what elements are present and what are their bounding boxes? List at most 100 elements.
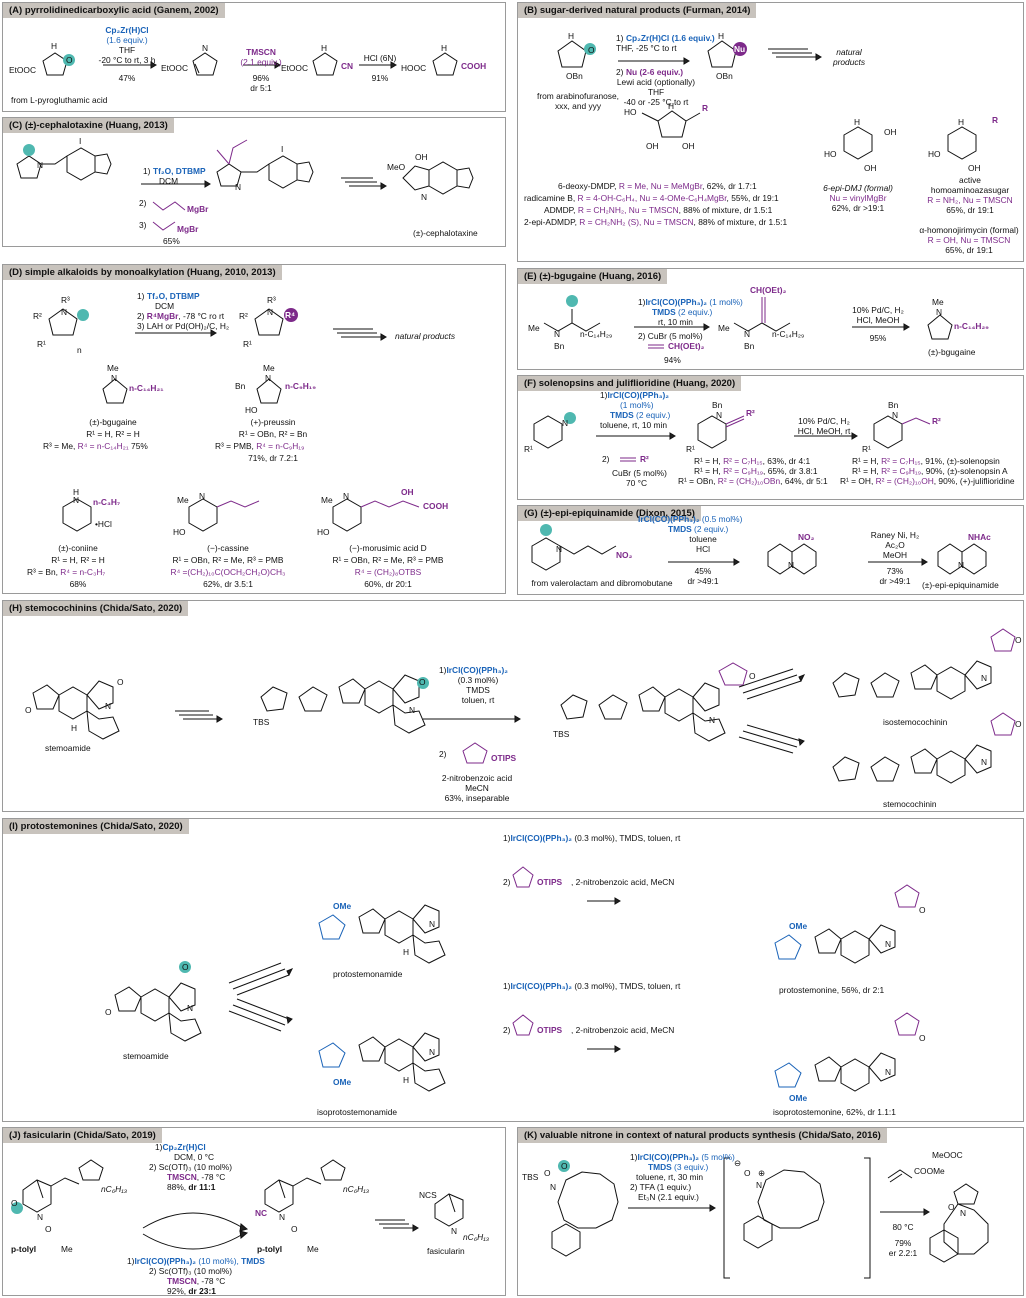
j-b2: 2) Sc(OTf)₃ (10 mol%) (149, 1266, 232, 1276)
g-h2: Ac₂O (885, 540, 905, 550)
a-p3-acid: HOOC (401, 63, 427, 73)
e-h1: 10% Pd/C, H₂ (852, 305, 904, 315)
b-sm-obn: OBn (566, 71, 583, 81)
j-t2: DCM, 0 °C (173, 1152, 215, 1162)
c-yield: 65% (163, 236, 180, 246)
d-bg-r34: R³ = Me, R⁴ = n-C₁₄H₂₁ 75% (43, 441, 148, 451)
b-pip1-ho: HO (824, 149, 837, 159)
j-sm-ptolyl: p-tolyl (11, 1244, 37, 1254)
d-mo-yield: 60%, dr 20:1 (364, 579, 412, 589)
i-pa: protostemonine, 56%, dr 2:1 (779, 985, 885, 995)
d-step3: 3) LAH or Pd(OH)₂/C, H₂ (137, 321, 230, 331)
panel-a-structures (42, 52, 458, 76)
i-b-name: isoprotostemonamide (317, 1107, 398, 1117)
h-otips: OTIPS (491, 753, 517, 763)
k-sm-o: O (544, 1168, 551, 1178)
k-p-o: O (948, 1202, 955, 1212)
b-sm-n: H (568, 31, 575, 41)
f-h1: 10% Pd/C, H₂ (798, 416, 850, 426)
d-pr-yield: 71%, dr 7.2:1 (248, 453, 298, 463)
b-step1-reagent: Cp₂Zr(H)Cl (1.6 equiv.) (626, 33, 715, 43)
b-hjm: α-homonojirimycin (formal) (919, 225, 1019, 235)
d-p-r4: R⁴ (285, 310, 296, 320)
j-f-c6: nC₆H₁₃ (463, 1232, 490, 1242)
e-step2: 2) CuBr (5 mol%) (638, 331, 703, 341)
j-f-n: N (451, 1226, 458, 1236)
panel-h-title: (H) stemocochinins (Chida/Sato, 2020) (3, 601, 189, 616)
panel-d-structures (48, 308, 420, 532)
a-yield-2: 96% (252, 73, 270, 83)
g-i-n: N (788, 560, 795, 570)
b-pip2-n: H (958, 117, 965, 127)
i-sm-n: N (187, 1003, 194, 1013)
panel-i: (I) protostemonines (Chida/Sato, 2020) (2, 818, 1024, 1122)
h-sm: stemoamide (45, 743, 91, 753)
h-st-n: N (981, 757, 988, 767)
h-sm-h: H (71, 723, 78, 733)
k-tfa: 2) TFA (1 equiv.) (630, 1182, 692, 1192)
b-pip2-oh: OH (968, 163, 981, 173)
h-p2: stemocochinin (883, 799, 937, 809)
b-hom-3: R = NH₂, Nu = TMSCN (927, 195, 1013, 205)
c-p-n: N (235, 182, 242, 192)
d-ca-yield: 62%, dr 3.5:1 (203, 579, 253, 589)
j-b4: 92%, dr 23:1 (167, 1286, 216, 1296)
d-bg-n: N (111, 373, 118, 383)
d-mo-name: (−)-morusimic acid D (349, 543, 427, 553)
k-er: er 2.2:1 (888, 1248, 918, 1258)
b-step2-solv: THF (647, 87, 665, 97)
h-cat-load: (0.3 mol%) (457, 675, 499, 685)
c-reagent-1: Tf₂O, DTBMP (153, 166, 206, 176)
a-cond-1: -20 °C to rt, 3 h (98, 55, 156, 65)
panel-d: (D) simple alkaloids by monoalkylation (… (2, 264, 506, 594)
h-p-n: N (709, 715, 716, 725)
d-co-yield: 68% (69, 579, 87, 589)
b-pyr-n: H (668, 101, 675, 111)
b-sm-o: O (588, 45, 595, 55)
e-p-me: Me (718, 323, 730, 333)
h-sm-n: N (105, 701, 112, 711)
k-acrylate: COOMe (914, 1166, 945, 1176)
b-pyr-ho: HO (624, 107, 637, 117)
b-dmj: 6-epi-DMJ (formal) (823, 183, 893, 193)
h-sm-o2: O (117, 677, 124, 687)
c-p-i: I (281, 144, 284, 154)
panel-e-title: (E) (±)-bgugaine (Huang, 2016) (518, 269, 668, 284)
panel-j: (J) fasicularin (Chida/Sato, 2019) O N O… (2, 1127, 506, 1296)
c-cep-meo: MeO (387, 162, 406, 172)
f-p-n: N (892, 410, 899, 420)
e-sm-chain: n-C₁₄H₂₉ (580, 329, 613, 339)
g-tmds: TMDS (2 equiv.) (668, 524, 729, 534)
d-co-chain: n-C₃H₇ (93, 497, 121, 507)
b-from-2: xxx, and yyy (554, 101, 602, 111)
f-alkyne-r2: R² (640, 454, 649, 464)
a-sm-ester: EtOOC (9, 65, 36, 75)
j-p-c6: nC₆H₁₃ (343, 1184, 370, 1194)
a-p3-nh: H (441, 43, 448, 53)
panel-f-title: (F) solenopsins and juliflioridine (Huan… (518, 376, 742, 391)
panel-i-structures (114, 866, 920, 1092)
a-yield-3: 91% (371, 73, 389, 83)
panel-c: (C) (±)-cephalotaxine (Huang, 2013) N I … (2, 117, 506, 247)
d-pr-bn: Bn (235, 381, 246, 391)
h-yield: 63%, inseparable (444, 793, 510, 803)
d-sm-nsub: n (77, 345, 82, 355)
f-cond: toluene, rt, 10 min (600, 420, 668, 430)
b-pip2-r: R (992, 115, 999, 125)
panel-f: (F) solenopsins and juliflioridine (Huan… (517, 375, 1024, 500)
panel-g-title: (G) (±)-epi-epiquinamide (Dixon, 2015) (518, 506, 701, 521)
h-p-o: O (749, 671, 756, 681)
e-sm-bn: Bn (554, 341, 565, 351)
f-p-bn: Bn (888, 400, 899, 410)
d-pr-n: N (265, 373, 272, 383)
k-tmds: TMDS (3 equiv.) (648, 1162, 709, 1172)
b-hom: active (959, 175, 981, 185)
f-p3: R¹ = OH, R² = (CH₂)₁₀OH, 90%, (+)-julifl… (840, 476, 1015, 486)
i-b-n: N (429, 1047, 436, 1057)
g-h1: Raney Ni, H₂ (870, 530, 920, 540)
h-int-n: N (409, 705, 416, 715)
i-a-name: protostemonamide (333, 969, 403, 979)
i-ra1: 1)IrCl(CO)(PPh₃)₂ (0.3 mol%), TMDS, tolu… (503, 833, 681, 843)
h-int-tbs: TBS (253, 717, 270, 727)
f-m2: R¹ = H, R² = C₉H₁₉, 65%, dr 3.8:1 (694, 466, 818, 476)
